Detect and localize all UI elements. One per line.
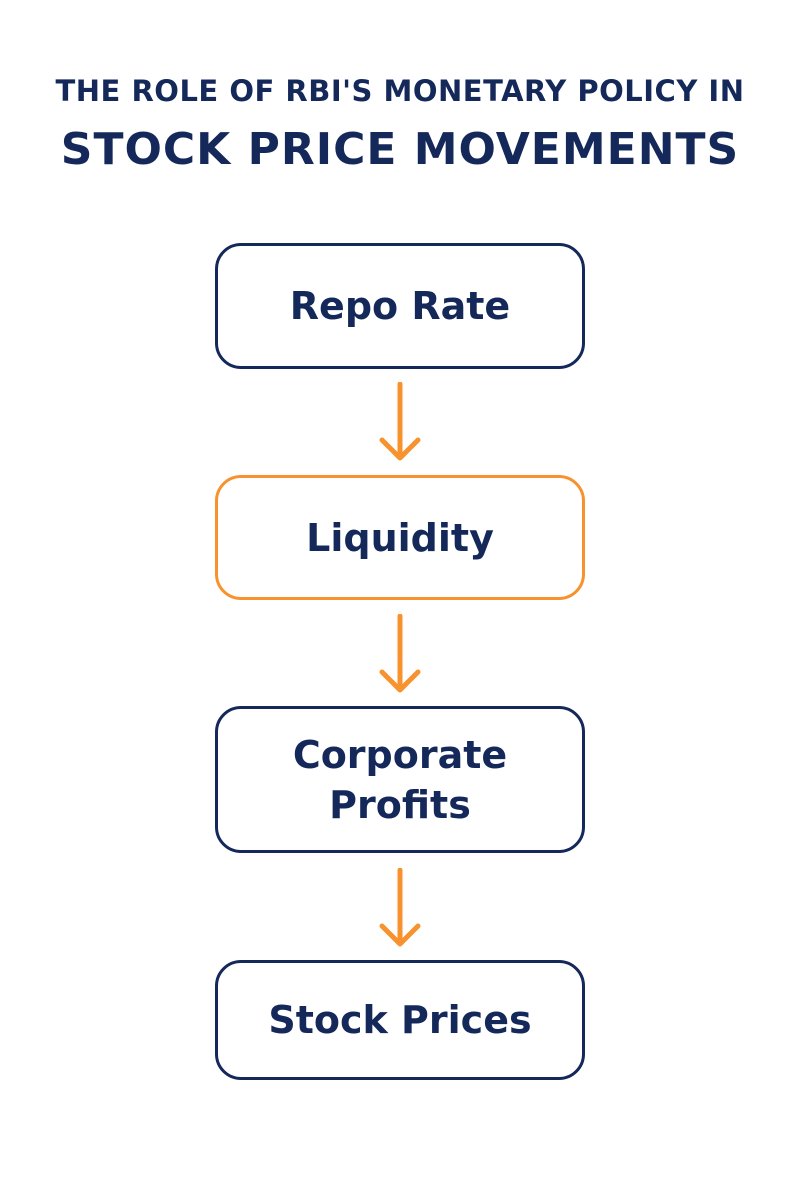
node-label: Corporate Profits [292, 732, 508, 827]
down-arrow-icon [378, 382, 422, 462]
node-label: Repo Rate [289, 284, 511, 328]
node-label: Stock Prices [268, 998, 532, 1042]
title-line-2: STOCK PRICE MOVEMENTS [60, 124, 740, 175]
down-arrow-icon [378, 868, 422, 948]
title-line-1: THE ROLE OF RBI'S MONETARY POLICY IN [55, 74, 745, 108]
node-stock-prices: Stock Prices [215, 960, 585, 1080]
node-repo-rate: Repo Rate [215, 243, 585, 369]
node-label: Liquidity [306, 515, 494, 560]
down-arrow-icon [378, 614, 422, 694]
node-corporate-profits: Corporate Profits [215, 706, 585, 853]
node-liquidity: Liquidity [215, 475, 585, 600]
